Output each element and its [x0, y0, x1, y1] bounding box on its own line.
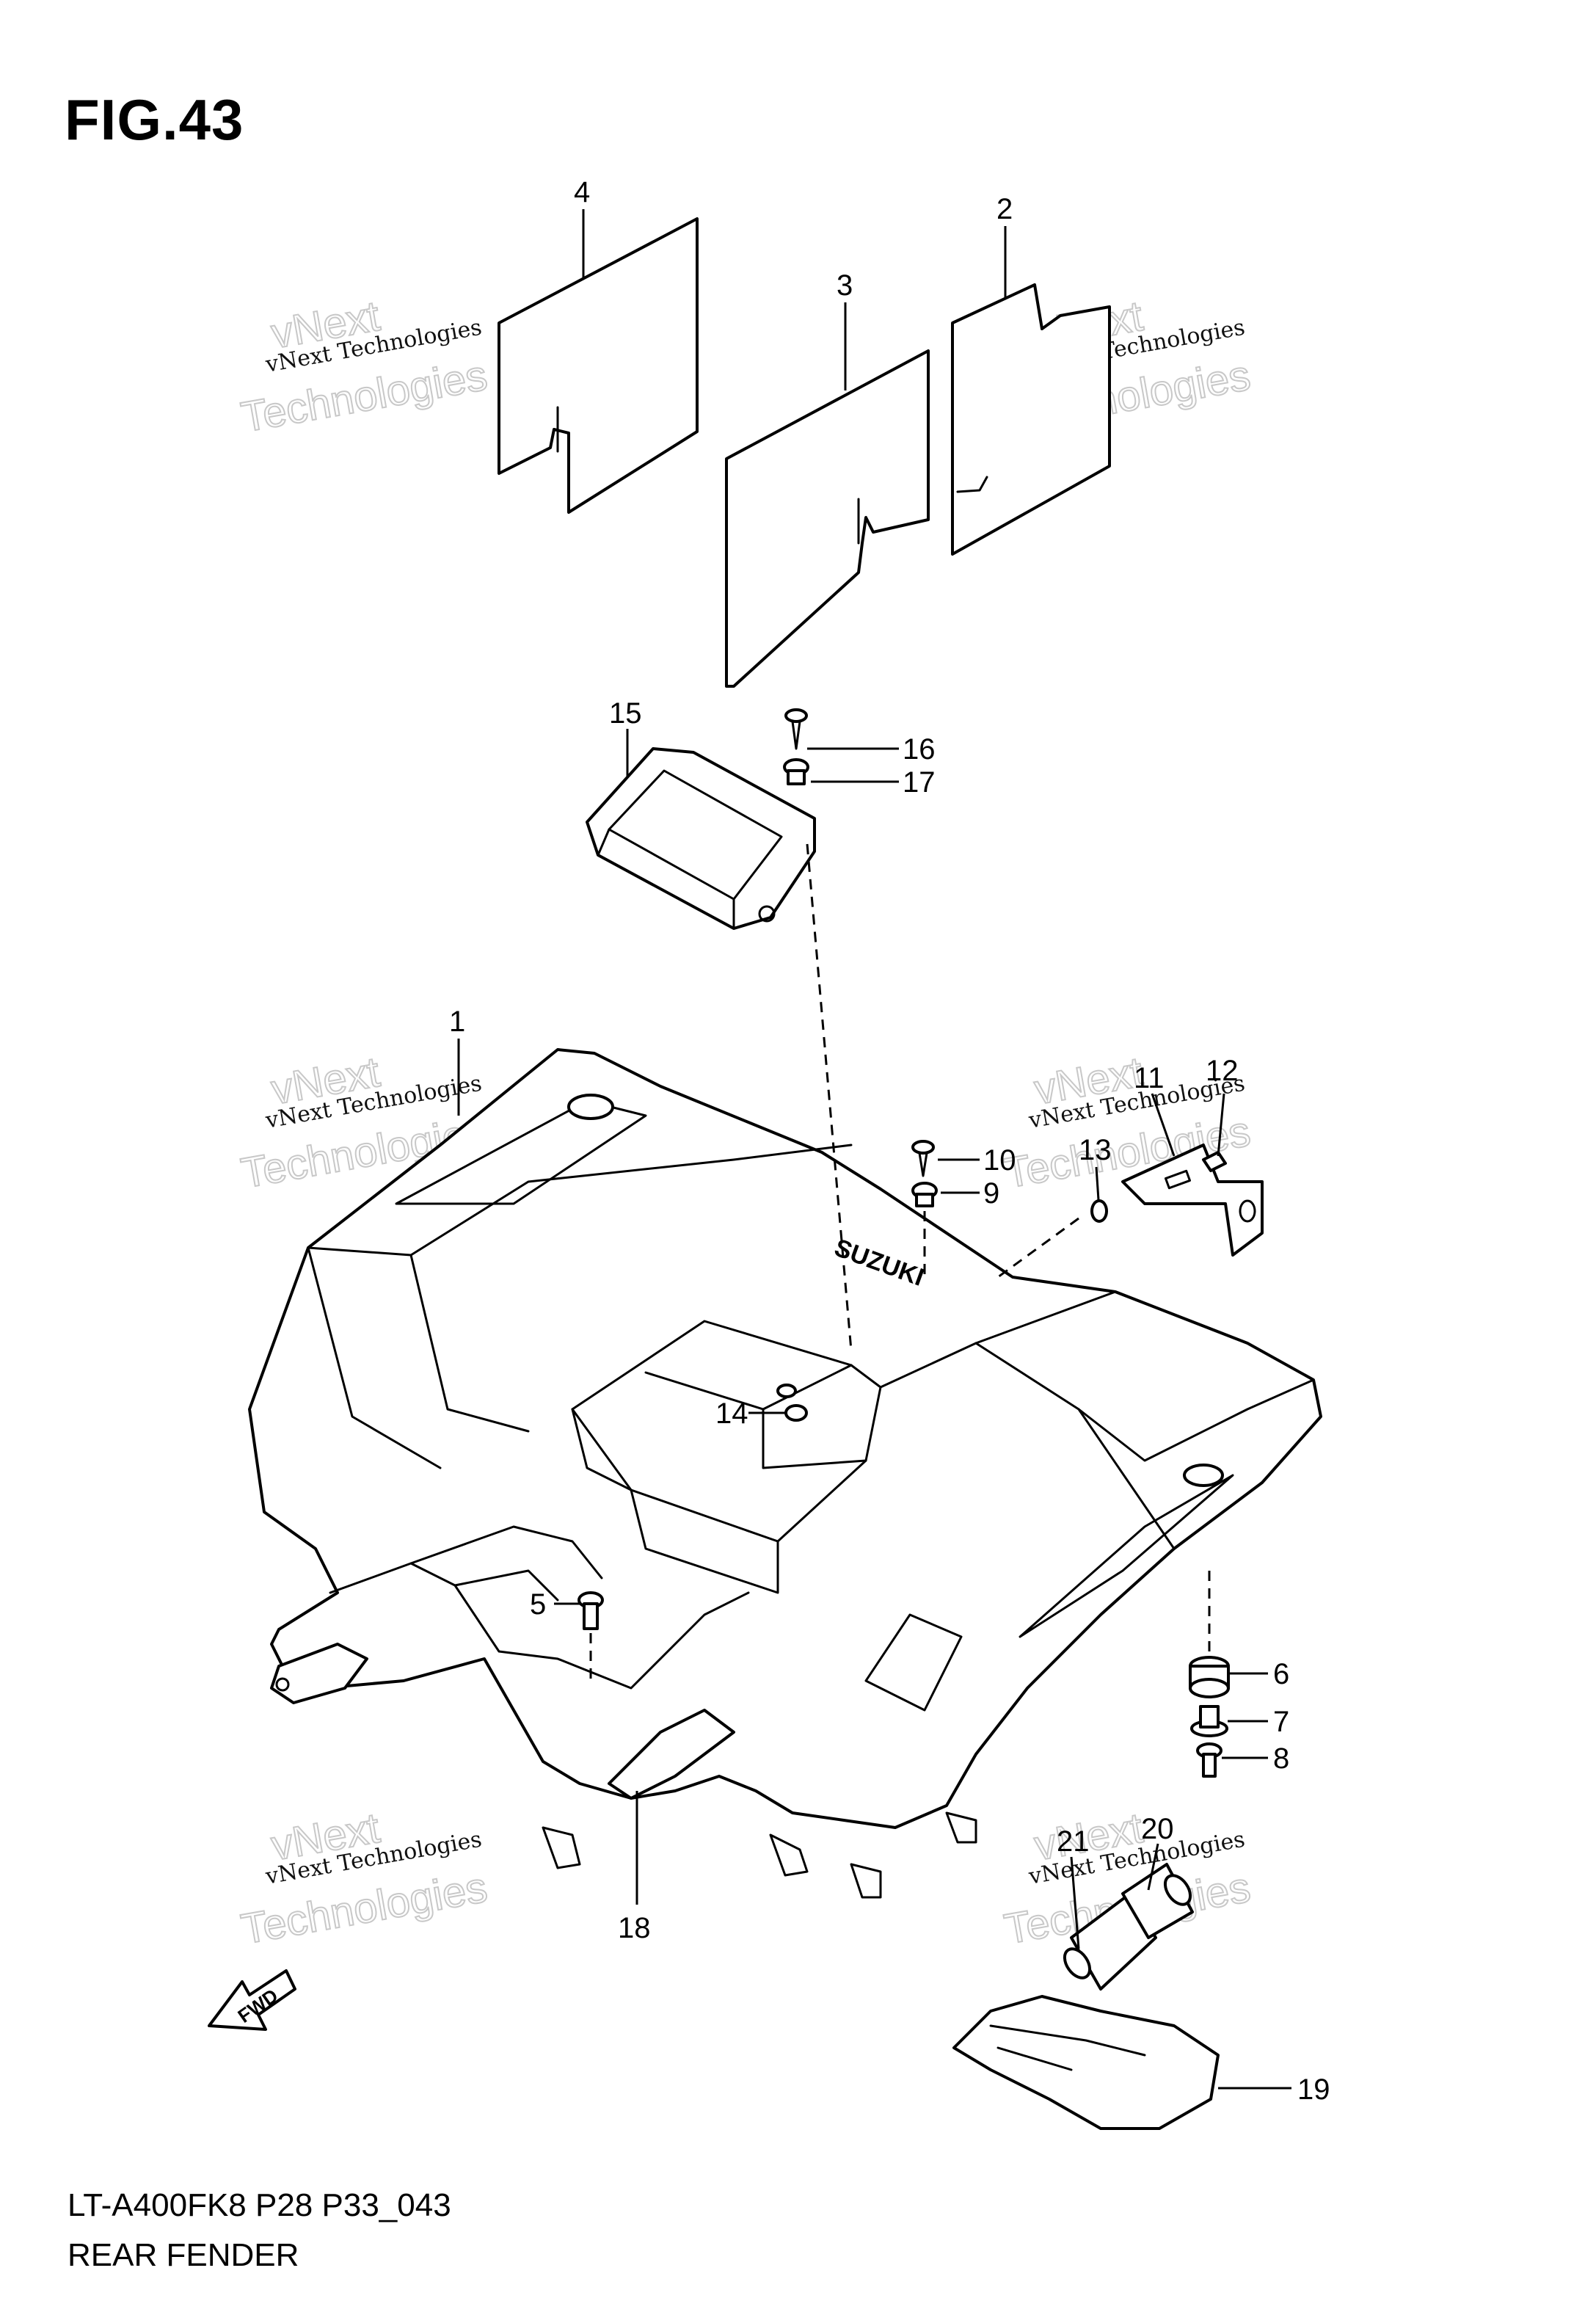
callout-11: 11 — [1134, 1062, 1165, 1094]
leader-lines — [457, 209, 1291, 2090]
callout-10: 10 — [983, 1144, 1016, 1177]
part-8-bolt — [1196, 1742, 1222, 1778]
callout-2: 2 — [996, 193, 1013, 225]
callout-13: 13 — [1079, 1134, 1112, 1166]
assembly-line-15-14 — [806, 843, 853, 1351]
part-21-pipe — [1063, 1892, 1157, 1991]
part-14-cap — [784, 1404, 808, 1422]
callout-6: 6 — [1273, 1658, 1289, 1690]
callout-19: 19 — [1297, 2073, 1330, 2106]
callout-15: 15 — [609, 697, 642, 730]
part-19-tool-bag — [952, 1995, 1220, 2130]
callouts: 4 3 2 15 16 17 1 10 9 11 12 13 14 5 6 7 … — [449, 176, 1330, 2106]
part-13-washer — [1090, 1199, 1108, 1223]
part-9-grommet — [911, 1182, 938, 1207]
part-3-sheet — [725, 349, 930, 688]
part-5-bolt — [577, 1591, 604, 1630]
watermark-bottom-left: vNext vNext Technologies Technologies — [237, 1803, 492, 1955]
callout-3: 3 — [837, 269, 853, 302]
part-2-sheet — [951, 283, 1111, 556]
part-17-grommet — [783, 758, 809, 785]
callout-8: 8 — [1273, 1742, 1289, 1775]
callout-5: 5 — [530, 1588, 546, 1621]
callout-20: 20 — [1141, 1813, 1174, 1845]
callout-14: 14 — [715, 1397, 748, 1430]
watermark-top-left: vNext vNext Technologies Technologies — [237, 291, 492, 443]
callout-12: 12 — [1206, 1055, 1239, 1087]
part-7-collar — [1190, 1705, 1228, 1737]
assembly-line-13 — [997, 1217, 1079, 1279]
part-10-screw — [911, 1140, 935, 1177]
callout-18: 18 — [618, 1912, 651, 1944]
callout-1: 1 — [449, 1006, 465, 1038]
part-1-rear-fender: SUZUKI — [248, 1048, 1322, 1899]
callout-7: 7 — [1273, 1706, 1289, 1738]
part-16-screw — [784, 708, 808, 750]
figure-name-caption: REAR FENDER — [68, 2237, 299, 2273]
callout-9: 9 — [983, 1177, 999, 1210]
callout-16: 16 — [903, 733, 936, 766]
part-15-cover — [586, 747, 816, 930]
figure-title: FIG.43 — [65, 87, 244, 152]
model-code-caption: LT-A400FK8 P28 P33_043 — [68, 2187, 451, 2223]
part-12-screw — [1202, 1151, 1227, 1172]
callout-21: 21 — [1057, 1825, 1090, 1858]
callout-17: 17 — [903, 766, 936, 799]
part-4-sheet — [498, 217, 699, 514]
callout-4: 4 — [574, 176, 590, 208]
fwd-direction-arrow: FWD — [208, 1969, 296, 2031]
part-6-cushion — [1189, 1656, 1230, 1698]
